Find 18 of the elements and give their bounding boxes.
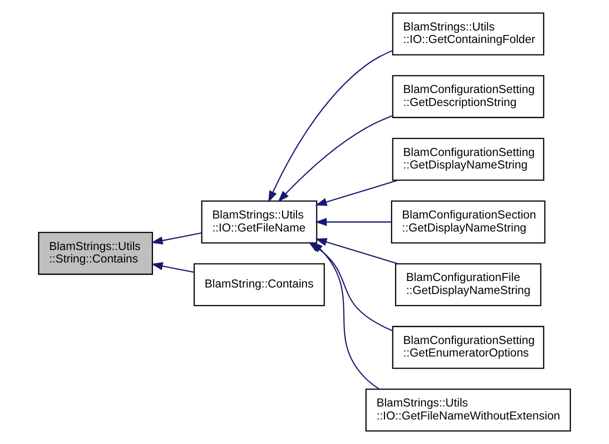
arrow — [315, 218, 392, 226]
node-box: BlamConfigurationSetting ::GetEnumeratorOptions — [392, 326, 544, 369]
node-box: BlamConfigurationSection ::GetDisplayNameString — [391, 200, 546, 244]
node-box: BlamConfigurationFile ::GetDisplayNameString — [395, 263, 542, 306]
arrow — [315, 180, 398, 206]
arrow — [315, 238, 398, 264]
node-box: BlamConfigurationSetting ::GetDisplayNameString — [392, 138, 544, 181]
node-box: BlamStrings::Utils ::IO::GetFileName — [201, 200, 318, 244]
arrow — [151, 232, 202, 245]
arrow — [151, 262, 194, 273]
node-box: BlamStrings::Utils ::String::Contains — [38, 232, 153, 275]
arrow — [278, 115, 393, 202]
node-box: BlamString::Contains — [194, 263, 325, 306]
node-box: BlamStrings::Utils ::IO::GetContainingFolder — [392, 12, 544, 56]
arrow — [268, 50, 393, 202]
node-box: BlamConfigurationSetting ::GetDescriptionString — [392, 75, 544, 118]
arrow — [311, 242, 380, 390]
node-box: BlamStrings::Utils ::IO::GetFileNameWithoutExtension — [365, 388, 571, 432]
